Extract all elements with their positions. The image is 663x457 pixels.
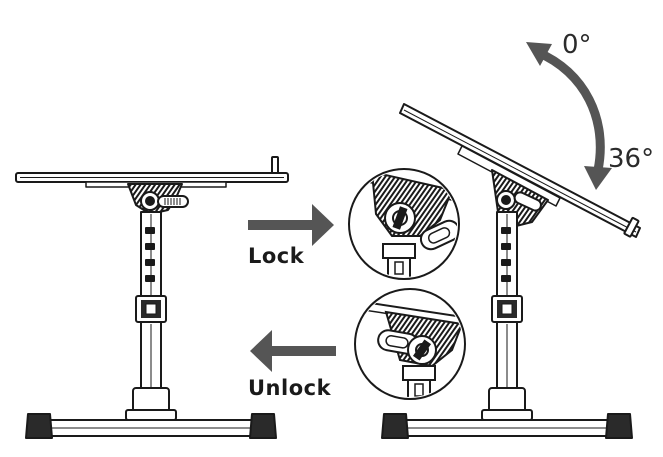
arc-arrowhead-top xyxy=(526,42,552,66)
tilt-angle-arc xyxy=(526,42,612,190)
unlock-detail-circle xyxy=(354,288,466,400)
arc-arrowhead-bottom xyxy=(584,166,612,190)
unlock-arrow xyxy=(250,330,336,372)
lock-arrow xyxy=(248,204,334,246)
angle-min-label: 0° xyxy=(562,30,592,60)
tilted-stand xyxy=(381,103,641,439)
flat-stand xyxy=(15,156,289,439)
unlock-label: Unlock xyxy=(248,376,332,400)
lock-detail-circle xyxy=(348,168,460,280)
lock-label: Lock xyxy=(248,244,305,268)
angle-max-label: 36° xyxy=(608,144,655,174)
